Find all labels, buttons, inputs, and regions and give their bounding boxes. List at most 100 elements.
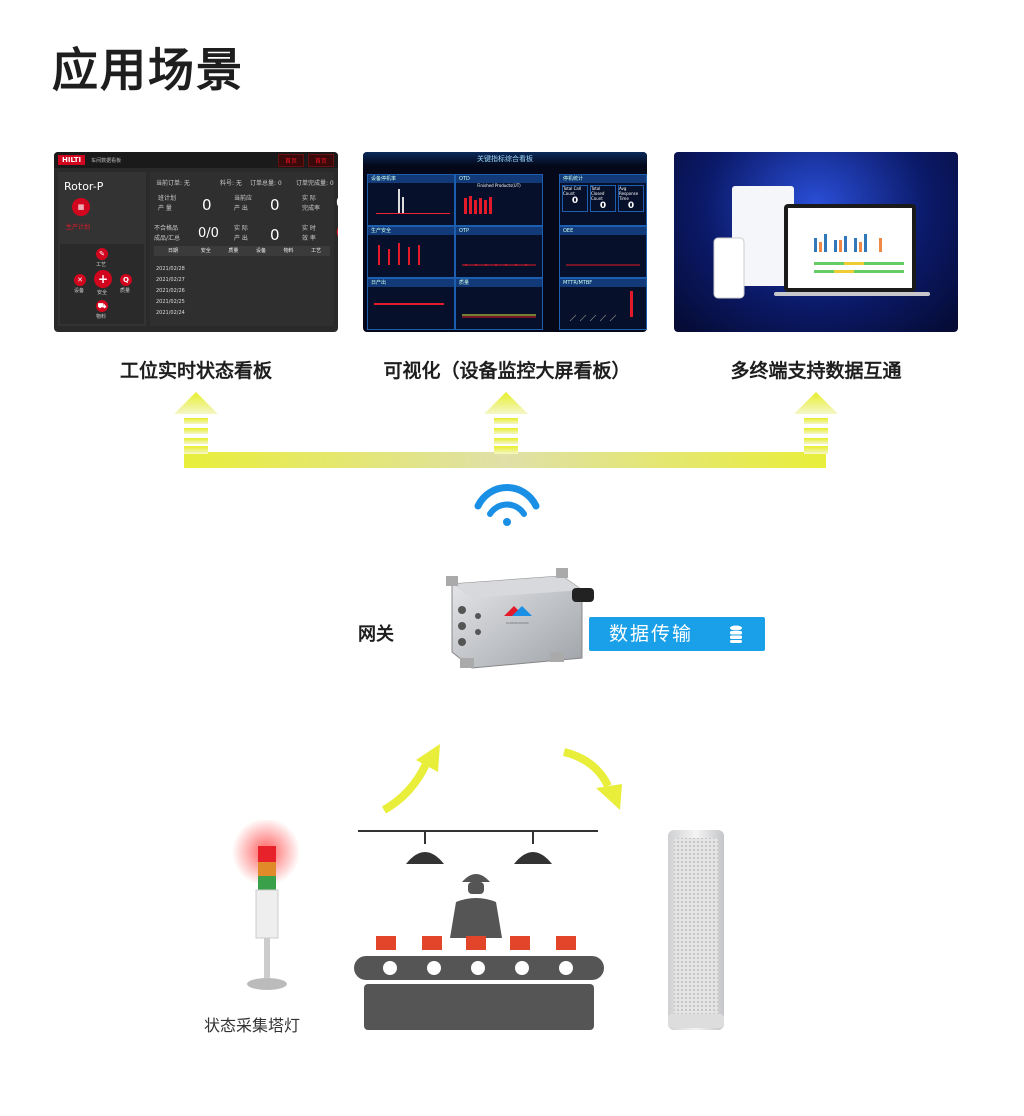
cell-title: 日产出: [368, 279, 454, 287]
otd-subtitle: Finished Products(UT): [477, 183, 521, 188]
cell-chart: [378, 243, 420, 265]
hilti-logo: HILTI: [58, 155, 86, 165]
shift-plan-value: 0: [202, 196, 212, 214]
board-header-title: 车间数据看板: [91, 157, 122, 164]
caption-multi-device: 多终端支持数据互通: [730, 360, 902, 382]
dashboard-cell: 日产出: [367, 278, 455, 330]
dashboard-cell: MTTR/MTBF: [559, 278, 647, 330]
tower-lamp: [232, 820, 300, 990]
shift-plan-label: 班计划 产 量: [158, 195, 177, 212]
history-table: 日期 安全 质量 设备 物料 工艺 2021/02/28 2021/02/27 …: [154, 246, 330, 324]
board-button-2[interactable]: 首页: [307, 153, 334, 167]
process-label: 工艺: [96, 262, 107, 268]
cell-chart: [464, 196, 492, 214]
cell-title: OTP: [456, 227, 542, 235]
table-header-material: 物料: [283, 248, 294, 254]
caption-station-board: 工位实时状态看板: [119, 360, 272, 382]
safety-icon[interactable]: +: [94, 270, 112, 288]
table-header-row: 日期 安全 质量 设备 物料 工艺: [154, 246, 330, 256]
material-label: 物料: [96, 314, 107, 320]
quality-label: 质量: [120, 288, 131, 294]
should-value: 0: [270, 196, 280, 214]
board-header: HILTI 车间数据看板 首页 首页: [54, 152, 338, 168]
cell-title: MTTR/MTBF: [560, 279, 646, 287]
actual-out-label: 实 际 产 出: [234, 225, 248, 242]
cell-title: 质量: [456, 279, 542, 287]
stat-value: 0: [627, 201, 635, 211]
actual-out-value: 0: [270, 226, 280, 244]
table-header-date: 日期: [167, 248, 178, 254]
actual-rate-label: 实 际 完成率: [302, 195, 321, 212]
curved-arrows: [381, 744, 622, 814]
stat-value: 0: [571, 196, 579, 206]
safety-label: 安全: [97, 290, 108, 296]
dashboard-title: 关键指标综合看板: [363, 152, 647, 166]
dashboard-cell: 设备停机率: [367, 174, 455, 226]
table-header-equipment: 设备: [255, 248, 266, 254]
cell-chart: [569, 291, 633, 322]
caption-dashboard: 可视化（设备监控大屏看板）: [383, 360, 631, 382]
cell-chart: [566, 264, 640, 266]
multi-device-screenshot: [674, 152, 958, 332]
process-icon[interactable]: ✎: [96, 248, 108, 260]
total-line: 订单总量: 0: [250, 180, 282, 187]
order-line: 当前订单: 无: [156, 180, 190, 187]
cell-title: OTD: [456, 175, 542, 183]
plan-label: 生产计划: [66, 224, 91, 231]
cell-chart: [376, 189, 450, 214]
actual-rate-value: 0%: [336, 196, 338, 211]
board-left-column: Rotor-P ▦ 生产计划 ✎ 工艺 ✕ 设备 + 安全 Q 质量 ⛟ 物料: [58, 172, 146, 326]
eff-label: 实 时 效 率: [302, 225, 316, 242]
cell-chart: [374, 303, 444, 305]
dashboard-screenshot: 关键指标综合看板 设备停机率 OTD Finished Products(UT)…: [363, 152, 647, 332]
table-header-quality: 质量: [228, 248, 239, 254]
table-row: 2021/02/24: [156, 310, 185, 316]
equipment-label: 设备: [74, 288, 85, 294]
plan-icon: ▦: [72, 198, 90, 216]
production-line-illustration: [354, 830, 604, 1030]
dashboard-cell: 生产安全: [367, 226, 455, 278]
cell-title: 设备停机率: [368, 175, 454, 183]
table-row: 2021/02/25: [156, 299, 185, 305]
data-transfer-badge: 数据传输: [589, 617, 765, 651]
stat-label: Total Call Count: [563, 186, 582, 196]
station-name: Rotor-P: [64, 180, 104, 193]
wireless-signal-icon: [474, 484, 540, 526]
stat-label: Avg Response Time: [619, 186, 639, 201]
table-row: 2021/02/26: [156, 288, 185, 294]
data-transfer-label: 数据传输: [609, 623, 694, 645]
arrow-network: [174, 392, 838, 468]
table-row: 2021/02/27: [156, 277, 185, 283]
dashboard-cell: OTD Finished Products(UT): [455, 174, 543, 226]
gateway-label: 网关: [358, 624, 394, 645]
table-header-process: 工艺: [311, 248, 322, 254]
database-icon: [730, 625, 742, 643]
quality-icon[interactable]: Q: [120, 274, 132, 286]
stat-label: Total Closed Count: [591, 186, 605, 201]
defect-label: 不合格品 成品/汇总: [154, 225, 181, 242]
table-header-safety: 安全: [200, 248, 211, 254]
page-title: 应用场景: [52, 43, 244, 97]
eff-value: 0%: [336, 226, 338, 241]
svg-text:▭▭▭▭▭▭: ▭▭▭▭▭▭: [506, 620, 529, 625]
worker-icon: [450, 874, 502, 938]
category-wheel: ✎ 工艺 ✕ 设备 + 安全 Q 质量 ⛟ 物料: [60, 244, 144, 324]
cell-title: 生产安全: [368, 227, 454, 235]
lamp-left-icon: [406, 832, 444, 864]
lamp-right-icon: [514, 832, 552, 864]
should-label: 当前应 产 出: [234, 195, 253, 212]
stat-value: 0: [599, 201, 607, 211]
column-speaker: [668, 830, 724, 1030]
station-board-screenshot: HILTI 车间数据看板 首页 首页 Rotor-P ▦ 生产计划 ✎ 工艺 ✕…: [54, 152, 338, 332]
dashboard-cell: 质量: [455, 278, 543, 330]
board-button-1[interactable]: 首页: [277, 153, 304, 167]
cell-chart: [462, 314, 536, 318]
equipment-icon[interactable]: ✕: [74, 274, 86, 286]
material-icon[interactable]: ⛟: [96, 300, 108, 312]
defect-value: 0/0: [198, 226, 219, 241]
cell-title: 停机统计: [560, 175, 646, 183]
